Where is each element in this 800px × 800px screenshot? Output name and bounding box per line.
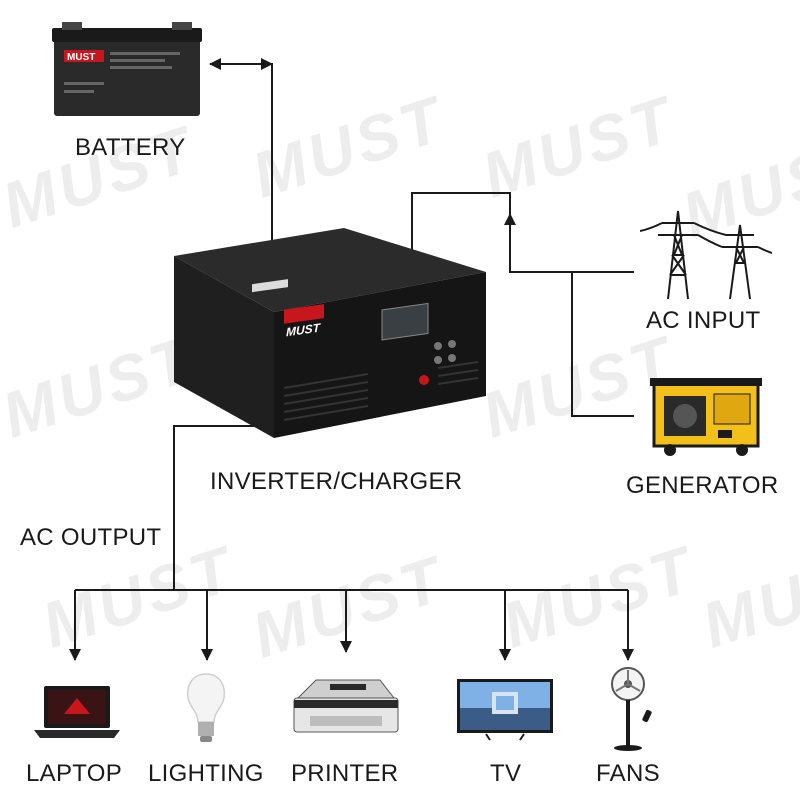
battery-wire xyxy=(218,63,273,240)
load-label-lighting: LIGHTING xyxy=(148,760,264,787)
fan-icon xyxy=(611,667,652,751)
light-bulb-icon xyxy=(186,673,226,742)
ac-output-wire xyxy=(75,425,628,591)
power-pylon-icon xyxy=(640,210,772,300)
load-label-tv: TV xyxy=(490,760,522,787)
load-label-fans: FANS xyxy=(596,760,660,787)
inverter-label: INVERTER/CHARGER xyxy=(210,468,463,495)
ac-input-label: AC INPUT xyxy=(646,307,761,334)
printer-icon xyxy=(293,679,399,733)
battery-label: BATTERY xyxy=(75,134,186,161)
ac-input-wire xyxy=(411,192,634,273)
load-label-laptop: LAPTOP xyxy=(26,760,123,787)
svg-text:MUST: MUST xyxy=(67,52,95,63)
generator-icon xyxy=(650,378,762,456)
generator-wire xyxy=(571,272,634,417)
inverter-charger-icon: MUST xyxy=(174,228,486,438)
battery-icon: MUST xyxy=(52,22,202,116)
laptop-icon xyxy=(34,686,120,738)
svg-text:MUST: MUST xyxy=(286,320,322,339)
tv-icon xyxy=(457,679,553,741)
ac-output-label: AC OUTPUT xyxy=(20,524,162,551)
load-label-printer: PRINTER xyxy=(291,760,399,787)
generator-label: GENERATOR xyxy=(626,472,779,499)
